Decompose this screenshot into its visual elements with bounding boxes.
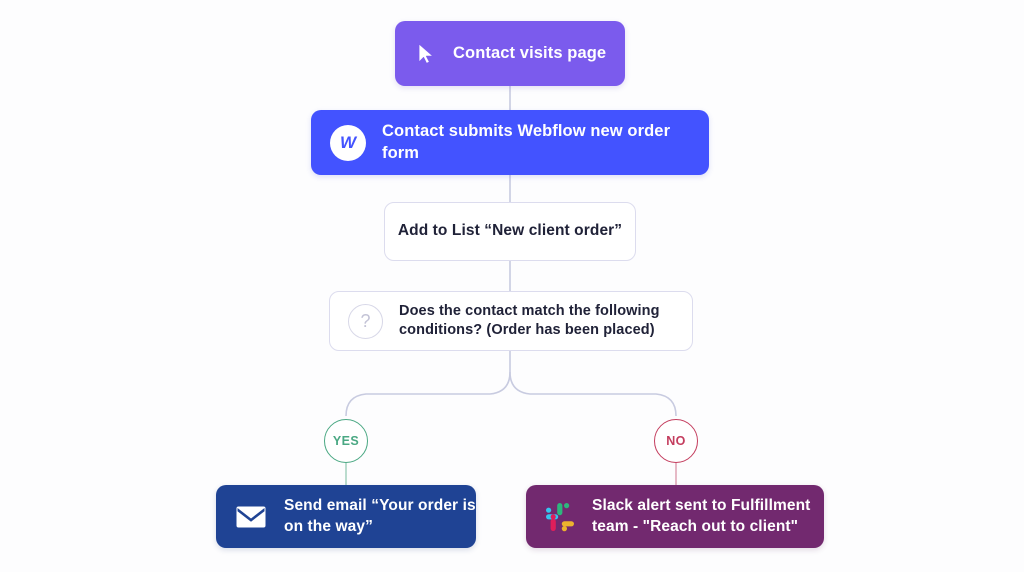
node-contact-visits-page[interactable]: Contact visits page (395, 21, 625, 86)
node-label: Slack alert sent to Fulfillment team - "… (592, 497, 811, 535)
node-contact-submits-webflow-form[interactable]: W Contact submits Webflow new order form (311, 110, 709, 175)
node-add-to-list[interactable]: Add to List “New client order” (384, 202, 636, 261)
question-mark-icon: ? (348, 303, 383, 339)
node-condition-check[interactable]: ? Does the contact match the following c… (329, 291, 693, 351)
node-label: Send email “Your order is on the way” (284, 497, 476, 535)
node-slack-alert[interactable]: Slack alert sent to Fulfillment team - "… (526, 485, 824, 548)
webflow-logo-icon: W (330, 124, 366, 161)
webflow-logo-letter: W (339, 133, 357, 152)
node-label: Does the contact match the following con… (399, 303, 660, 338)
branch-badge-no[interactable]: NO (654, 419, 698, 463)
branch-badge-label: YES (332, 434, 360, 448)
node-label: Add to List “New client order” (397, 222, 623, 240)
node-label: Contact visits page (453, 43, 607, 62)
branch-badge-yes[interactable]: YES (324, 419, 368, 463)
slack-logo-icon (546, 502, 574, 531)
cursor-pointer-icon (418, 43, 434, 64)
node-label: Contact submits Webflow new order form (382, 122, 671, 162)
connector-split-to-no (509, 371, 677, 417)
branch-badge-label: NO (666, 434, 686, 448)
question-mark-glyph: ? (360, 310, 371, 331)
envelope-icon (236, 506, 266, 527)
connector-split-to-yes (345, 371, 511, 417)
node-send-email[interactable]: Send email “Your order is on the way” (216, 485, 476, 548)
